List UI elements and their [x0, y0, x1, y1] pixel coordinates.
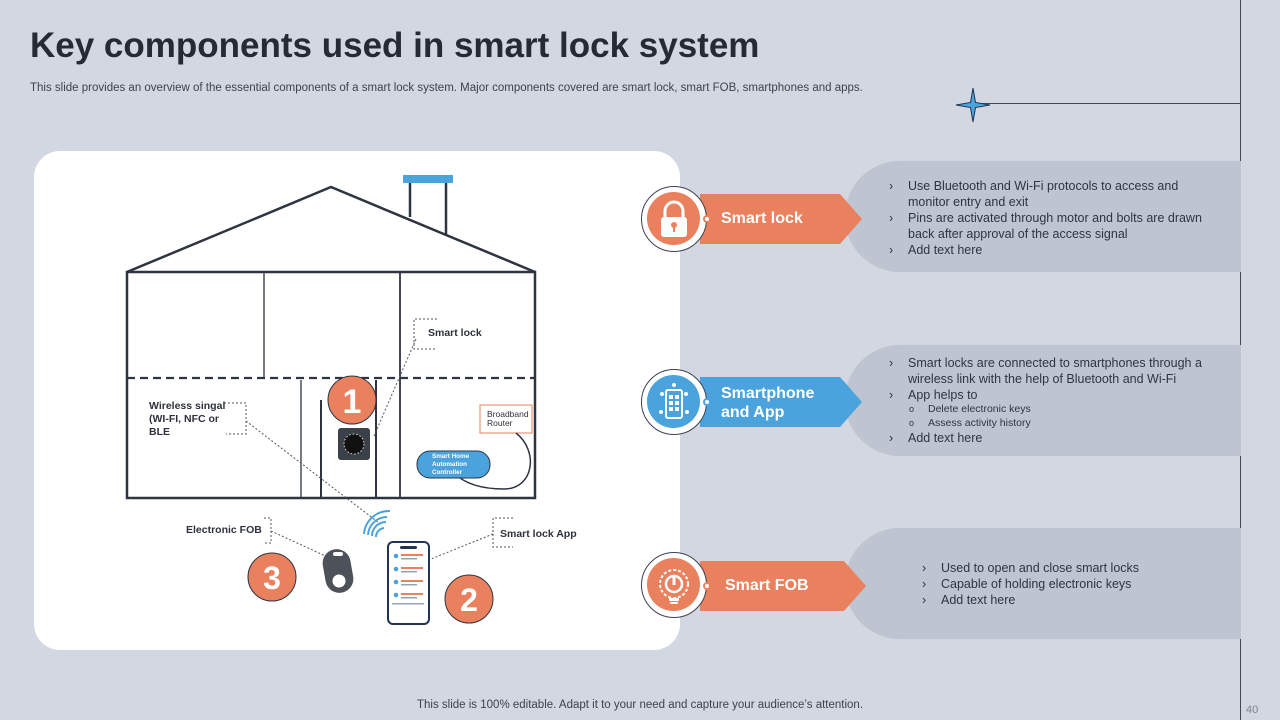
house-roof	[126, 185, 536, 274]
padlock-icon	[661, 200, 687, 237]
slide-subtitle: This slide provides an overview of the e…	[30, 82, 863, 94]
key-fob-button	[332, 574, 346, 588]
smartphone-bullets: Smart locks are connected to smartphones…	[889, 355, 1219, 446]
connector-dot	[703, 582, 711, 590]
wireless-label-line3: BLE	[149, 426, 170, 438]
wifi-arc	[374, 527, 385, 538]
key-fob-ring	[333, 552, 343, 556]
bullet: Add text here	[889, 430, 1219, 446]
wifi-arc	[367, 515, 388, 536]
app-callout-box	[492, 517, 513, 548]
wireless-label-line1: Wireless singal	[149, 400, 225, 412]
app-callout-line	[430, 533, 494, 560]
chimney-cap	[403, 175, 453, 183]
smart-fob-arrow	[700, 561, 866, 611]
bullet: Add text here	[889, 242, 1219, 258]
smart-lock-arrow	[700, 194, 862, 244]
wifi-arc	[363, 509, 391, 535]
sub-bullet: Delete electronic keys	[908, 403, 1219, 417]
smart-lock-label: Smart lock	[428, 327, 482, 339]
smart-fob-title: Smart FOB	[725, 577, 809, 594]
house-walls	[125, 270, 537, 500]
connector-dot	[703, 215, 711, 223]
sub-bullet: Assess activity history	[908, 417, 1219, 431]
smart-fob-badge	[641, 552, 707, 618]
smartphone-title-line2: and App	[721, 404, 785, 421]
smartphone-title-line1: Smartphone	[721, 385, 815, 402]
smart-lock-bullets: Use Bluetooth and Wi-Fi protocols to acc…	[889, 178, 1219, 258]
controller-label-line2: Automation	[432, 461, 467, 468]
wireless-label-line2: (WI-FI, NFC or	[149, 413, 219, 425]
automation-controller	[416, 450, 491, 479]
connector-dot	[703, 398, 711, 406]
bullet: Use Bluetooth and Wi-Fi protocols to acc…	[889, 178, 1219, 210]
slide-title: Key components used in smart lock system	[30, 26, 760, 65]
sparkle-star-icon	[955, 87, 991, 123]
smart-lock-callout-line	[373, 338, 417, 437]
router-cable	[453, 432, 532, 490]
fob-callout-box	[264, 517, 272, 544]
smart-lock-app-label: Smart lock App	[500, 528, 577, 540]
marker-1	[327, 375, 377, 425]
bullet: Used to open and close smart locks	[922, 560, 1222, 576]
controller-label-line3: Controller	[432, 469, 463, 476]
header-divider-line	[975, 103, 1241, 104]
bullet-text: App helps to	[908, 388, 978, 402]
marker-2-number: 2	[460, 582, 478, 618]
smart-fob-bullets: Used to open and close smart locks Capab…	[922, 560, 1222, 608]
bullet: App helps to Delete electronic keys Asse…	[889, 387, 1219, 430]
house-diagram: Smart lock 1 Wireless singal (WI-FI, NFC…	[125, 175, 577, 625]
slide-footer: This slide is 100% editable. Adapt it to…	[416, 699, 864, 711]
page-number: 40	[1246, 704, 1259, 716]
wireless-callout-box	[224, 402, 247, 435]
bullet: Capable of holding electronic keys	[922, 576, 1222, 592]
key-fob	[322, 549, 354, 593]
bullet: Add text here	[922, 592, 1222, 608]
marker-2	[444, 574, 494, 624]
smartphone-title: Smartphone and App	[721, 384, 814, 422]
smart-lock-badge	[641, 186, 707, 252]
router-label-line2: Router	[487, 418, 513, 428]
smartphone-speaker	[400, 546, 417, 549]
smart-lock-title: Smart lock	[721, 210, 803, 227]
smartphone-app-icon	[659, 383, 689, 419]
marker-1-number: 1	[343, 383, 362, 421]
smart-lock-callout-box	[413, 318, 437, 350]
house-diagram-card: Smart lock 1 Wireless singal (WI-FI, NFC…	[34, 151, 680, 650]
smartphone-arrow	[700, 377, 862, 427]
smartphone-app-rows	[392, 553, 424, 605]
wifi-arc	[371, 521, 387, 537]
smartphone-badge	[641, 369, 707, 435]
marker-3	[247, 552, 297, 602]
bullet: Smart locks are connected to smartphones…	[889, 355, 1219, 387]
broadband-router-box	[479, 404, 533, 434]
sub-bullets: Delete electronic keys Assess activity h…	[908, 403, 1219, 430]
controller-label-line1: Smart Home	[432, 453, 470, 460]
smart-lock-dial	[343, 433, 365, 455]
fob-callout-line	[270, 530, 333, 560]
electronic-fob-label: Electronic FOB	[186, 524, 262, 536]
key-fob-icon	[659, 569, 689, 604]
router-label-line1: Broadband	[487, 409, 529, 419]
bullet: Pins are activated through motor and bol…	[889, 210, 1219, 242]
marker-3-number: 3	[263, 560, 281, 596]
